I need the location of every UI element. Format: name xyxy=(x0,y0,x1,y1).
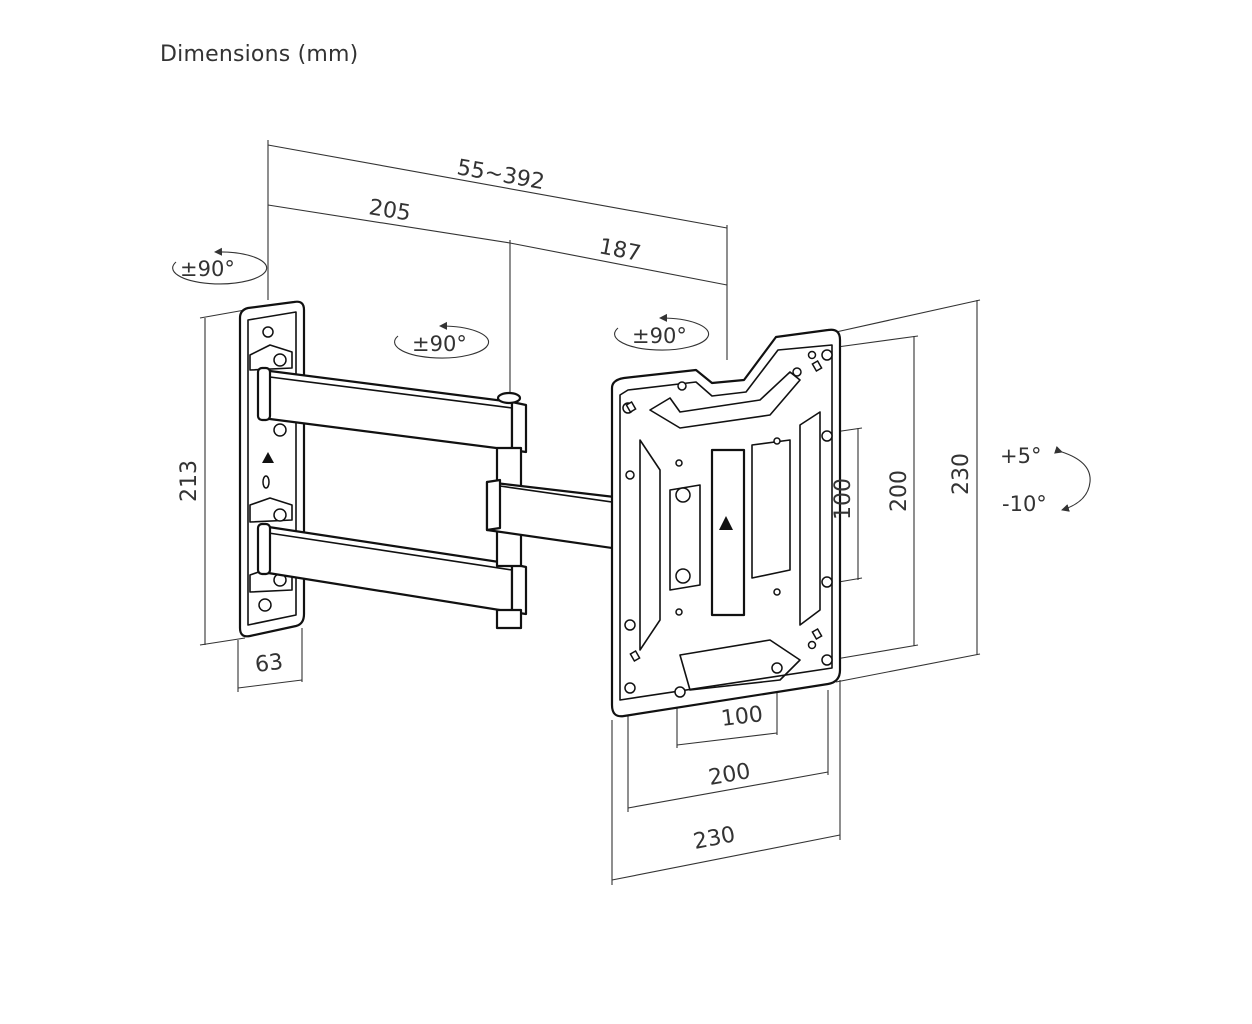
dim-plate-width: 230 xyxy=(691,822,737,855)
front-arm xyxy=(485,478,642,554)
dim-arm-segment-2: 187 xyxy=(597,234,643,267)
arm-swivel-label: ±90° xyxy=(412,332,467,356)
dim-vesa-small-horizontal: 100 xyxy=(720,702,765,732)
dim-vesa-large-horizontal: 200 xyxy=(707,759,753,791)
head-swivel-indicator: ±90° xyxy=(614,313,710,351)
rotation-arrow-icon xyxy=(172,247,268,285)
tilt-up-label: +5° xyxy=(1000,444,1041,468)
dim-vesa-small-vertical: 100 xyxy=(831,478,856,520)
rotation-arrow-icon xyxy=(614,313,710,351)
wall-swivel-label: ±90° xyxy=(180,257,235,281)
vesa-plate xyxy=(610,328,842,718)
tilt-indicator: +5° -10° xyxy=(1000,444,1091,516)
tilt-down-label: -10° xyxy=(1002,492,1047,516)
rotation-arrow-icon xyxy=(394,321,490,359)
lower-arm xyxy=(256,522,528,616)
tilt-arrow-icon xyxy=(1054,445,1091,512)
wall-plate xyxy=(238,300,306,638)
arm-swivel-indicator: ±90° xyxy=(394,321,490,359)
page-title: Dimensions (mm) xyxy=(160,42,359,67)
dim-arm-range: 55~392 xyxy=(455,155,546,195)
wall-swivel-indicator: ±90° xyxy=(172,247,268,285)
head-swivel-label: ±90° xyxy=(632,324,687,348)
dimension-lines xyxy=(199,140,981,885)
dim-wall-plate-depth: 63 xyxy=(254,650,285,678)
dim-wall-plate-height: 213 xyxy=(177,460,202,502)
dim-vesa-large-vertical: 200 xyxy=(887,470,912,512)
dim-plate-height: 230 xyxy=(949,453,974,495)
